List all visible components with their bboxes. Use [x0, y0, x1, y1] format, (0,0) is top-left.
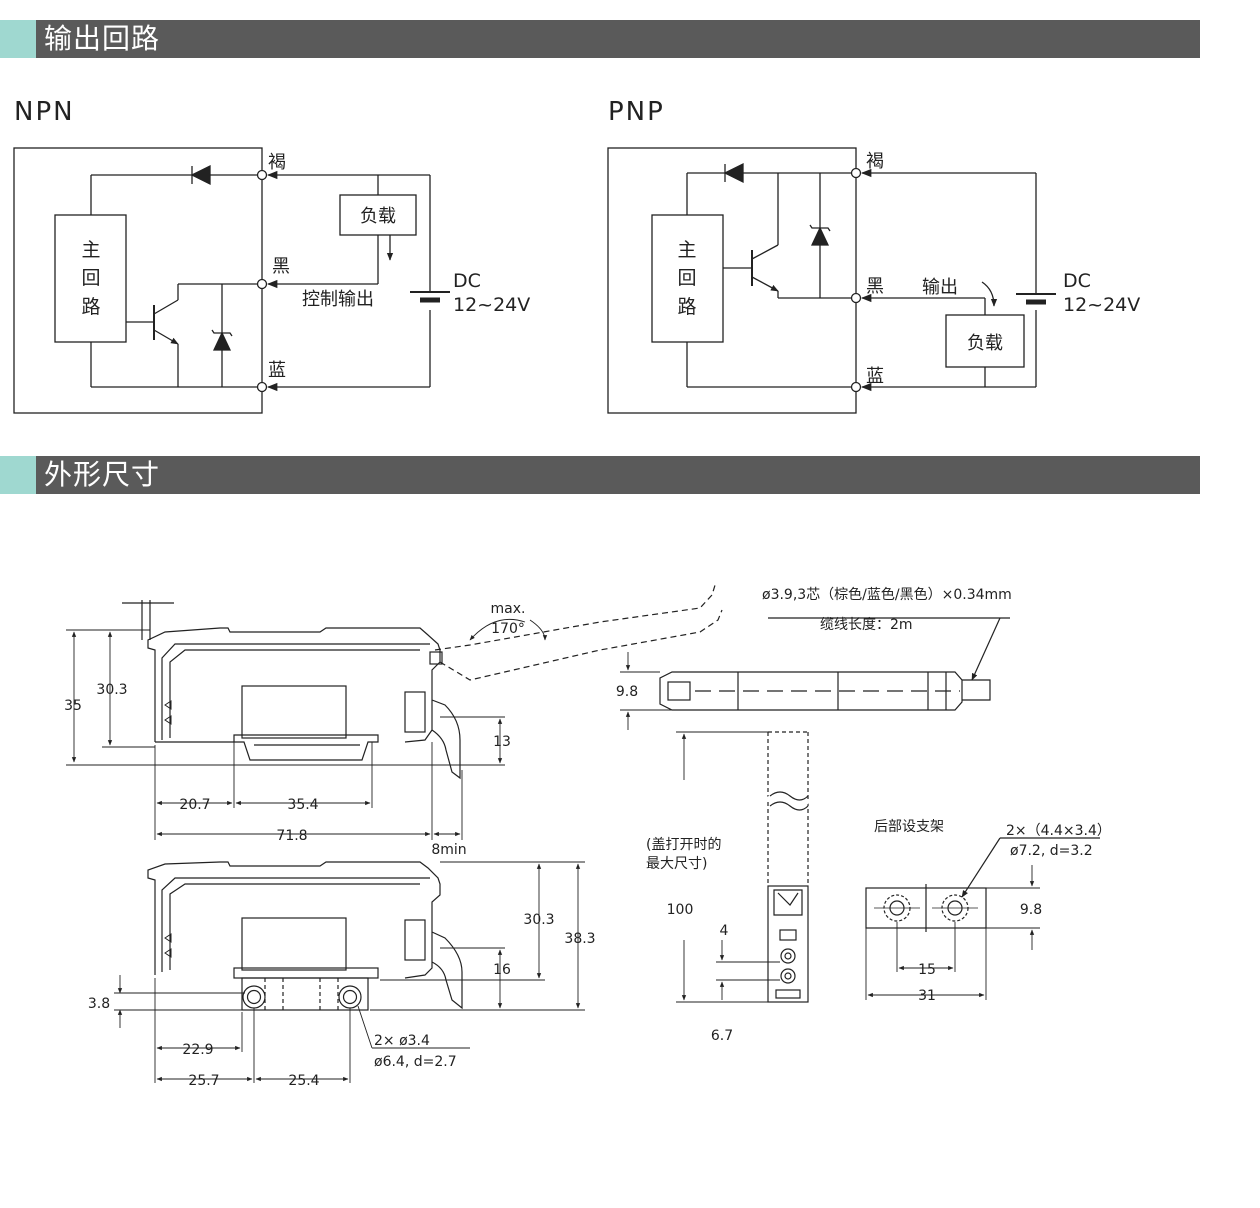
- svg-text:路: 路: [81, 296, 100, 318]
- section-header-dimensions: 外形尺寸: [0, 456, 1200, 494]
- dim-9-8-bracket: 9.8: [1020, 902, 1042, 918]
- npn-zener-icon: [212, 331, 232, 351]
- amp-front-view: [766, 731, 811, 1003]
- dim-170-angle: 170°: [491, 621, 525, 637]
- cable-length-label: 缆线长度：2m: [820, 617, 913, 633]
- dim-9-8-topview: 9.8: [616, 684, 638, 700]
- npn-main-circuit-label: 主 回 路: [81, 239, 100, 318]
- rear-bracket-view: [865, 837, 1100, 932]
- dim-25-7: 25.7: [188, 1073, 219, 1089]
- section-title: 输出回路: [44, 22, 161, 55]
- npn-brown-label: 褐: [268, 152, 286, 173]
- dim-max-label: max.: [491, 601, 526, 617]
- amp-side-view-bottom: [147, 861, 463, 1012]
- section-fill: [36, 20, 1200, 58]
- dim-30-3-bottom: 30.3: [523, 912, 554, 928]
- section-accent: [0, 456, 36, 494]
- dim-lines-bracket: [865, 865, 1040, 1000]
- npn-blue-label: 蓝: [268, 360, 286, 381]
- dim-4: 4: [720, 923, 729, 939]
- bracket-hole-spec-1: 2×（4.4×3.4）: [1006, 823, 1111, 839]
- dim-13: 13: [493, 734, 511, 750]
- pnp-main-circuit-label: 主 回 路: [677, 239, 696, 318]
- dim-hole-spec-1: 2× ø3.4: [374, 1033, 430, 1049]
- npn-voltage-label: 12~24V: [453, 294, 530, 316]
- pnp-black-label: 黑: [866, 276, 884, 297]
- npn-top-diode-icon: [190, 164, 211, 186]
- npn-dc-label: DC: [453, 270, 481, 292]
- dim-hole-spec-2: ø6.4, d=2.7: [374, 1054, 457, 1070]
- section-fill: [36, 456, 1200, 494]
- dim-6-7: 6.7: [711, 1028, 733, 1044]
- dim-71-8: 71.8: [276, 828, 307, 844]
- svg-text:回: 回: [81, 267, 100, 289]
- pnp-voltage-label: 12~24V: [1063, 294, 1140, 316]
- pnp-zener-icon: [810, 226, 830, 246]
- pnp-sensor-box: [607, 147, 857, 414]
- pnp-brown-label: 褐: [866, 151, 884, 172]
- section-accent: [0, 20, 36, 58]
- dim-35-4: 35.4: [287, 797, 318, 813]
- cover-open-label-2: 最大尺寸): [646, 856, 707, 872]
- bracket-hole-spec-2: ø7.2, d=3.2: [1010, 843, 1093, 859]
- dim-3-8: 3.8: [88, 996, 110, 1012]
- svg-text:路: 路: [677, 296, 696, 318]
- npn-load-label: 负载: [360, 206, 396, 227]
- pnp-load-label: 负载: [967, 333, 1003, 354]
- pnp-top-diode-icon: [723, 162, 744, 184]
- npn-title: NPN: [14, 97, 75, 127]
- dim-31: 31: [918, 988, 936, 1004]
- dim-100: 100: [667, 902, 694, 918]
- pnp-circuit: [607, 147, 1056, 414]
- svg-text:回: 回: [677, 267, 696, 289]
- dim-16: 16: [493, 962, 511, 978]
- pnp-dc-label: DC: [1063, 270, 1091, 292]
- dim-35: 35: [64, 698, 82, 714]
- svg-text:主: 主: [677, 239, 696, 261]
- dim-lines-top: [66, 618, 548, 840]
- amp-side-view-top: [122, 581, 723, 780]
- cover-open-label-1: (盖打开时的: [646, 836, 721, 853]
- amp-top-view: [659, 617, 1010, 711]
- rear-bracket-label: 后部设支架: [874, 819, 944, 835]
- npn-control-output-label: 控制输出: [302, 289, 374, 310]
- dim-22-9: 22.9: [182, 1042, 213, 1058]
- dim-8min: 8min: [431, 842, 466, 858]
- dim-lines-front: [676, 731, 780, 1003]
- pnp-blue-label: 蓝: [866, 366, 884, 387]
- dim-15: 15: [918, 962, 936, 978]
- dim-lines-topview: [620, 652, 672, 730]
- npn-black-label: 黑: [272, 256, 290, 277]
- npn-sensor-box: [13, 147, 263, 414]
- cable-spec-label: ø3.9,3芯（棕色/蓝色/黑色）×0.34mm: [762, 586, 1012, 603]
- section-header-output-circuit: 输出回路: [0, 20, 1200, 58]
- dim-20-7: 20.7: [179, 797, 210, 813]
- dim-38-3: 38.3: [564, 931, 595, 947]
- dim-30-3-top: 30.3: [96, 682, 127, 698]
- pnp-output-label: 输出: [922, 277, 958, 298]
- npn-circuit: [13, 147, 450, 414]
- section-title: 外形尺寸: [44, 458, 161, 491]
- dim-lines-bottom: [114, 861, 585, 1083]
- svg-text:主: 主: [81, 239, 100, 261]
- dim-25-4: 25.4: [288, 1073, 319, 1089]
- pnp-title: PNP: [608, 97, 665, 127]
